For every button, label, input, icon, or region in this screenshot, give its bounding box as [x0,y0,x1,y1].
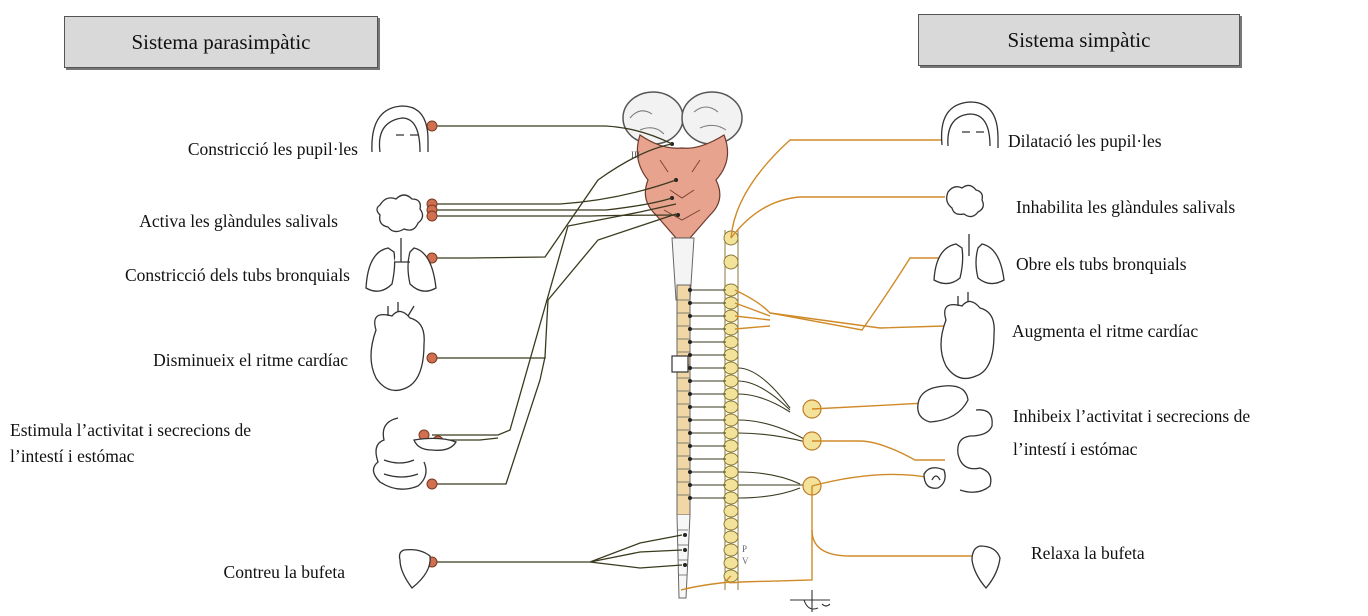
heart-icon-right [941,292,994,378]
face-icon-left [372,106,428,152]
salivary-gland-icon-left [377,195,423,232]
sacral-label-p: P [742,544,747,554]
sacral-nerve-sketch [790,590,830,612]
bladder-icon-left [400,550,431,588]
kidney-icon-right [924,468,945,488]
brain: III [623,92,742,300]
salivary-gland-icon-right [947,185,984,216]
intestine-icon-left [373,418,456,489]
collateral-ganglia [803,400,821,495]
left-organs [366,106,456,588]
bladder-icon-right [972,546,1000,588]
lungs-icon-left [366,238,436,291]
lungs-icon-right [934,234,1004,284]
right-organs [918,102,1004,588]
intestine-icon-right [958,410,992,492]
heart-icon-left [371,302,424,390]
parasympathetic-fibers [432,126,682,568]
liver-icon-right [918,386,968,422]
sacral-label-v: V [742,556,749,566]
sympathetic-chain [724,230,738,590]
spinal-cord [672,285,690,598]
preganglionic-connectors [690,290,808,498]
face-icon-right [942,102,998,148]
